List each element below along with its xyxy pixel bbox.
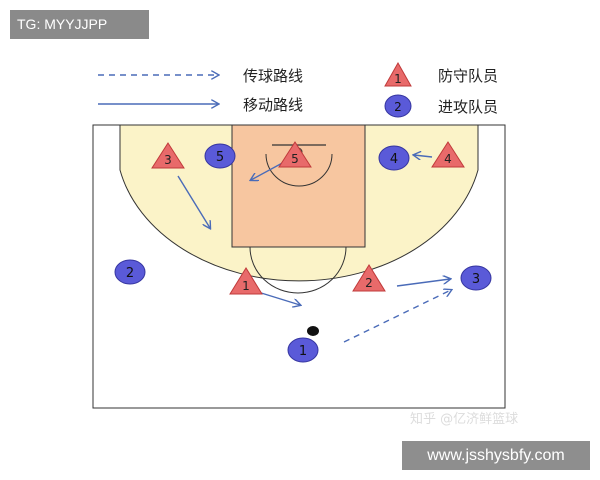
defender-2-number: 2	[365, 276, 373, 290]
move-arrow-defender-5	[251, 160, 287, 180]
attacker-4-number: 4	[390, 152, 398, 167]
defender-1-icon	[229, 267, 263, 295]
attacker-legend-icon	[384, 94, 412, 118]
site-url: www.jsshysbfy.com	[402, 441, 590, 470]
defender-4-icon	[431, 141, 465, 168]
pass-arrow-1-to-3	[343, 290, 451, 343]
watermark: 知乎 @亿济鲜篮球	[410, 412, 519, 427]
attacker-2-icon	[114, 259, 146, 285]
attacker-5-number: 5	[216, 150, 224, 165]
defender-2-icon	[352, 264, 386, 292]
attacker-5-icon	[204, 143, 236, 169]
move-route-label: 移动路线	[243, 96, 303, 114]
defender-5-icon	[278, 141, 312, 168]
defender-3-number: 3	[164, 153, 172, 167]
ball-icon	[307, 326, 319, 336]
pass-route-label: 传球路线	[243, 67, 303, 85]
move-arrow-defender-4	[414, 155, 433, 157]
attacker-3-number: 3	[472, 272, 480, 287]
legend: 传球路线 移动路线 1 防守队员 2 进攻队员	[98, 61, 498, 118]
defender-4-number: 4	[444, 152, 452, 166]
move-arrow-defender-2	[396, 279, 450, 287]
free-throw-arc	[249, 246, 347, 294]
attacker-1-number: 1	[299, 344, 307, 359]
attacker-2-number: 2	[126, 266, 134, 281]
defender-1-number: 1	[242, 279, 250, 293]
defender-legend-label: 防守队员	[438, 67, 498, 85]
attacker-4-icon	[378, 145, 410, 171]
defender-legend-icon	[384, 61, 412, 87]
routes	[177, 155, 451, 343]
move-arrow-defender-1	[257, 291, 300, 305]
attackers: 5 4 2 3 1	[114, 143, 492, 363]
defenders: 3 5 4 1 2	[151, 141, 465, 295]
attacker-3-icon	[460, 265, 492, 291]
restricted-arc	[265, 153, 333, 187]
defender-3-icon	[151, 142, 185, 169]
defender-5-number: 5	[291, 152, 299, 166]
attacker-legend-label: 进攻队员	[438, 98, 498, 116]
top-tag: TG: MYYJJPP	[10, 10, 149, 39]
attacker-legend-number: 2	[394, 100, 402, 114]
move-arrow-defender-3	[177, 175, 210, 228]
attacker-1-icon	[287, 337, 319, 363]
defender-legend-number: 1	[394, 72, 402, 86]
